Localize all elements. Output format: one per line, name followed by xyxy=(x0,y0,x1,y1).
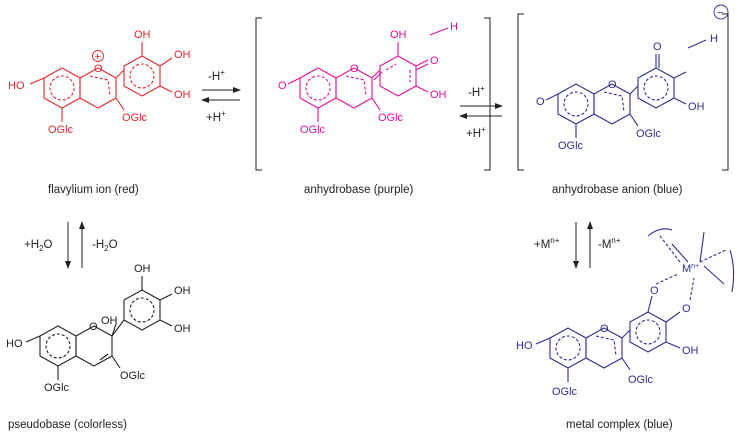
pseudobase-ho-label: HO xyxy=(6,338,23,350)
equilibrium-arrow-1 xyxy=(201,87,241,103)
anion-o-top-label: O xyxy=(653,41,662,53)
equilibrium-arrow-2 xyxy=(459,103,503,119)
anhydrobase-oh-lower-label: OH xyxy=(430,89,447,101)
anhydrobase-caption: anhydrobase (purple) xyxy=(304,184,413,196)
flavylium-oglc-c3-label: OGlc xyxy=(122,112,148,124)
arrow1-reverse-label: +H xyxy=(206,112,221,124)
arrow1-forward-label: -H xyxy=(208,71,220,83)
anion-oglc-c5-label: OGlc xyxy=(558,140,584,152)
flavylium-oh-top-label: OH xyxy=(134,29,151,41)
anion-oh-lower-label: OH xyxy=(688,101,705,113)
arrow3-reverse-sub: 2 xyxy=(104,244,109,253)
svg-text:-H+: -H+ xyxy=(468,84,485,99)
metal-ho-label: HO xyxy=(516,340,533,352)
anion-oglc-c3-label: OGlc xyxy=(636,128,662,140)
anhydrobase-h-label: H xyxy=(450,21,458,33)
equilibrium-arrow-4 xyxy=(573,221,593,269)
pseudobase-oh-c2-label: OH xyxy=(101,315,118,327)
flavylium-oh-right1-label: OH xyxy=(174,49,191,61)
arrow1-reverse-sup: + xyxy=(221,109,226,118)
flavylium-charge-label: + xyxy=(95,51,101,63)
anion-bracket xyxy=(517,13,729,171)
arrow3-forward-sub: 2 xyxy=(39,244,44,253)
svg-text:Mn+: Mn+ xyxy=(682,263,699,275)
anion-ring-o-label: O xyxy=(608,79,617,91)
svg-text:+H+: +H+ xyxy=(466,125,486,140)
metal-ion-label: M xyxy=(682,263,691,275)
arrow2-forward-sup: + xyxy=(480,84,485,93)
anion-h-label: H xyxy=(710,33,718,45)
flavylium-oh-right2-label: OH xyxy=(174,89,191,101)
metal-ion-sup: n+ xyxy=(691,263,699,270)
svg-text:-Mn+: -Mn+ xyxy=(598,236,621,251)
pseudobase-structure xyxy=(25,276,173,380)
anhydrobase-o-right-label: O xyxy=(430,55,439,67)
arrow3-forward-label: +H xyxy=(24,239,39,251)
pseudobase-ring-o-label: O xyxy=(89,321,98,333)
metal-oglc-c3-label: OGlc xyxy=(628,374,654,386)
equilibrium-arrow-3 xyxy=(65,221,85,269)
metal-oh-lower-label: OH xyxy=(682,345,699,357)
anion-structure xyxy=(545,4,729,138)
arrow4-reverse-sup: n+ xyxy=(611,236,620,245)
metal-o-b-label: O xyxy=(682,303,691,315)
flavylium-caption: flavylium ion (red) xyxy=(48,184,139,196)
arrow4-reverse-label: -M xyxy=(598,239,611,251)
metal-complex-caption: metal complex (blue) xyxy=(566,419,673,431)
pseudobase-oglc-c5-label: OGlc xyxy=(44,382,70,394)
anhydrobase-ring-o-label: O xyxy=(350,63,359,75)
arrow2-reverse-sup: + xyxy=(481,125,486,134)
pseudobase-oglc-c3-label: OGlc xyxy=(120,370,146,382)
anhydrobase-oh-top-label: OH xyxy=(390,29,407,41)
anion-caption: anhydrobase anion (blue) xyxy=(552,184,683,196)
anion-o-left-label: O xyxy=(536,96,545,108)
pseudobase-oh-right1-label: OH xyxy=(174,285,191,297)
anhydrobase-oglc-c3-label: OGlc xyxy=(378,112,404,124)
flavylium-ion-structure xyxy=(29,42,173,122)
anhydrobase-structure xyxy=(287,27,449,122)
flavylium-oglc-c5-label: OGlc xyxy=(48,124,74,136)
arrow3-reverse-tail: O xyxy=(109,239,118,251)
svg-text:+Mn+: +Mn+ xyxy=(534,236,560,251)
pseudobase-caption: pseudobase (colorless) xyxy=(8,419,127,431)
metal-oglc-c5-label: OGlc xyxy=(552,386,578,398)
arrow2-forward-label: -H xyxy=(468,87,480,99)
arrow3-forward-tail: O xyxy=(43,239,52,251)
arrow3-reverse-label: -H xyxy=(92,239,104,251)
metal-complex-structure xyxy=(535,228,735,382)
arrow1-forward-sup: + xyxy=(220,68,225,77)
flavylium-ho-label: HO xyxy=(8,80,25,92)
svg-text:-H2O: -H2O xyxy=(92,239,118,253)
metal-ring-o-label: O xyxy=(600,323,609,335)
anhydrobase-bracket xyxy=(255,17,491,171)
anhydrobase-oglc-c5-label: OGlc xyxy=(300,124,326,136)
flavylium-ring-o-label: O xyxy=(94,63,103,75)
pseudobase-oh-top-label: OH xyxy=(134,263,151,275)
arrow2-reverse-label: +H xyxy=(466,128,481,140)
arrow4-forward-label: +M xyxy=(534,239,550,251)
svg-text:-H+: -H+ xyxy=(208,68,225,83)
svg-text:+H2O: +H2O xyxy=(24,239,52,253)
anion-charge-label: − xyxy=(717,7,723,19)
svg-text:+H+: +H+ xyxy=(206,109,226,124)
arrow4-forward-sup: n+ xyxy=(550,236,559,245)
pseudobase-oh-right2-label: OH xyxy=(174,323,191,335)
anhydrobase-o-left-label: O xyxy=(278,80,287,92)
metal-o-a-label: O xyxy=(650,285,659,297)
